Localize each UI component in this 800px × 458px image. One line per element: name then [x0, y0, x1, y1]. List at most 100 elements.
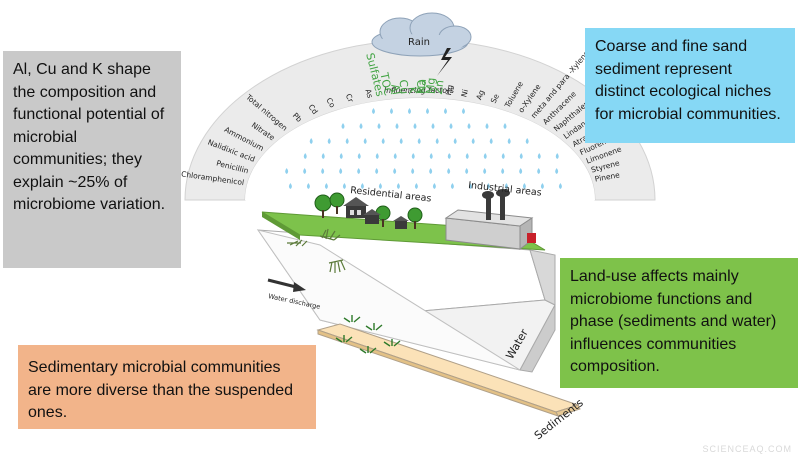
- water-block: [256, 229, 556, 373]
- raindrop-icon: [378, 183, 382, 189]
- raindrop-icon: [375, 168, 379, 174]
- raindrop-icon: [309, 138, 313, 144]
- raindrop-icon: [414, 183, 418, 189]
- factor-label: TOC: [377, 71, 395, 97]
- factor-label: Co: [324, 96, 337, 109]
- raindrop-icon: [537, 153, 541, 159]
- factor-label: Na: [415, 79, 428, 94]
- finding-box-land-use: Land-use affects mainly microbiome funct…: [560, 258, 798, 388]
- raindrop-icon: [453, 138, 457, 144]
- raindrop-icon: [471, 138, 475, 144]
- factor-label: Ni: [459, 88, 470, 98]
- raindrop-icon: [431, 123, 435, 129]
- raindrop-icon: [485, 123, 489, 129]
- raindrop-icon: [303, 168, 307, 174]
- raindrop-icon: [375, 153, 379, 159]
- raindrop-icon: [486, 183, 490, 189]
- raindrop-icon: [377, 123, 381, 129]
- factor-label: Ca: [414, 79, 427, 94]
- raindrop-icon: [483, 153, 487, 159]
- raindrop-icon: [461, 108, 465, 114]
- sediment-plants: [335, 315, 401, 354]
- raindrop-icon: [327, 138, 331, 144]
- raindrop-icon: [411, 153, 415, 159]
- raindrop-icon: [371, 108, 375, 114]
- factor-label: Hg: [444, 84, 455, 96]
- raindrop-icon: [363, 138, 367, 144]
- raindrop-icon: [435, 138, 439, 144]
- water-discharge-arrow: [267, 278, 306, 292]
- industrial-area: [444, 189, 536, 250]
- raindrop-icon: [303, 153, 307, 159]
- raindrop-icon: [468, 183, 472, 189]
- raindrop-icon: [359, 123, 363, 129]
- factor-label: Se: [489, 92, 501, 105]
- factor-label: K: [406, 86, 419, 95]
- raindrop-icon: [306, 183, 310, 189]
- factor-label: Cu: [396, 79, 410, 95]
- factor-label: Zn: [432, 79, 447, 95]
- raindrop-icon: [507, 138, 511, 144]
- factor-label: Ag: [474, 88, 486, 101]
- raindrop-icon: [407, 108, 411, 114]
- raindrop-icon: [558, 183, 562, 189]
- raindrop-icon: [395, 123, 399, 129]
- influencing-factors-arch: [184, 39, 656, 201]
- raindrop-icon: [360, 183, 364, 189]
- raindrop-icon: [501, 168, 505, 174]
- raindrop-icon: [321, 153, 325, 159]
- raindrop-icon: [413, 123, 417, 129]
- raindrop-icon: [447, 153, 451, 159]
- raindrop-icon: [465, 153, 469, 159]
- raindrop-icon: [393, 153, 397, 159]
- raindrop-icon: [449, 123, 453, 129]
- raindrop-icon: [393, 168, 397, 174]
- raindrop-icon: [501, 153, 505, 159]
- raindrop-icon: [357, 153, 361, 159]
- raindrop-icon: [537, 168, 541, 174]
- raindrop-icon: [341, 123, 345, 129]
- factor-label: As: [363, 88, 374, 99]
- raindrop-icon: [324, 183, 328, 189]
- factor-label: Mg: [424, 77, 438, 94]
- raindrop-icon: [555, 153, 559, 159]
- raindrop-icon: [519, 168, 523, 174]
- raindrop-icon: [389, 108, 393, 114]
- raindrop-icon: [447, 168, 451, 174]
- raindrop-icon: [519, 153, 523, 159]
- raindrop-icon: [288, 183, 292, 189]
- raindrop-icon: [399, 138, 403, 144]
- raindrop-icon: [432, 183, 436, 189]
- finding-box-diversity: Sedimentary microbial communities are mo…: [18, 345, 316, 429]
- raindrop-icon: [467, 123, 471, 129]
- raindrop-icon: [443, 108, 447, 114]
- factor-label: Al: [388, 83, 402, 95]
- raindrop-icon: [339, 168, 343, 174]
- raindrop-icon: [504, 183, 508, 189]
- raindrop-icon: [425, 108, 429, 114]
- raindrop-icon: [522, 183, 526, 189]
- raindrop-icon: [525, 138, 529, 144]
- raindrop-icon: [417, 138, 421, 144]
- raindrop-icon: [411, 168, 415, 174]
- rain-cloud: [371, 12, 472, 57]
- raindrop-icon: [381, 138, 385, 144]
- raindrop-icon: [285, 168, 289, 174]
- raindrop-icon: [450, 183, 454, 189]
- raindrop-icon: [489, 138, 493, 144]
- raindrop-icon: [345, 138, 349, 144]
- finding-box-sediment-niches: Coarse and fine sand sediment represent …: [585, 28, 795, 143]
- raindrop-icon: [396, 183, 400, 189]
- watermark: SCIENCEAQ.COM: [702, 444, 792, 454]
- raindrop-icon: [357, 168, 361, 174]
- rain-label: Rain: [408, 37, 430, 48]
- residential-area: [314, 192, 423, 229]
- raindrop-icon: [321, 168, 325, 174]
- raindrop-icon: [429, 168, 433, 174]
- rain-zone: [245, 98, 595, 200]
- lightning-icon: [437, 48, 452, 76]
- raindrops: [285, 108, 562, 189]
- raindrop-icon: [555, 168, 559, 174]
- factor-label: Cr: [344, 92, 356, 104]
- raindrop-icon: [339, 153, 343, 159]
